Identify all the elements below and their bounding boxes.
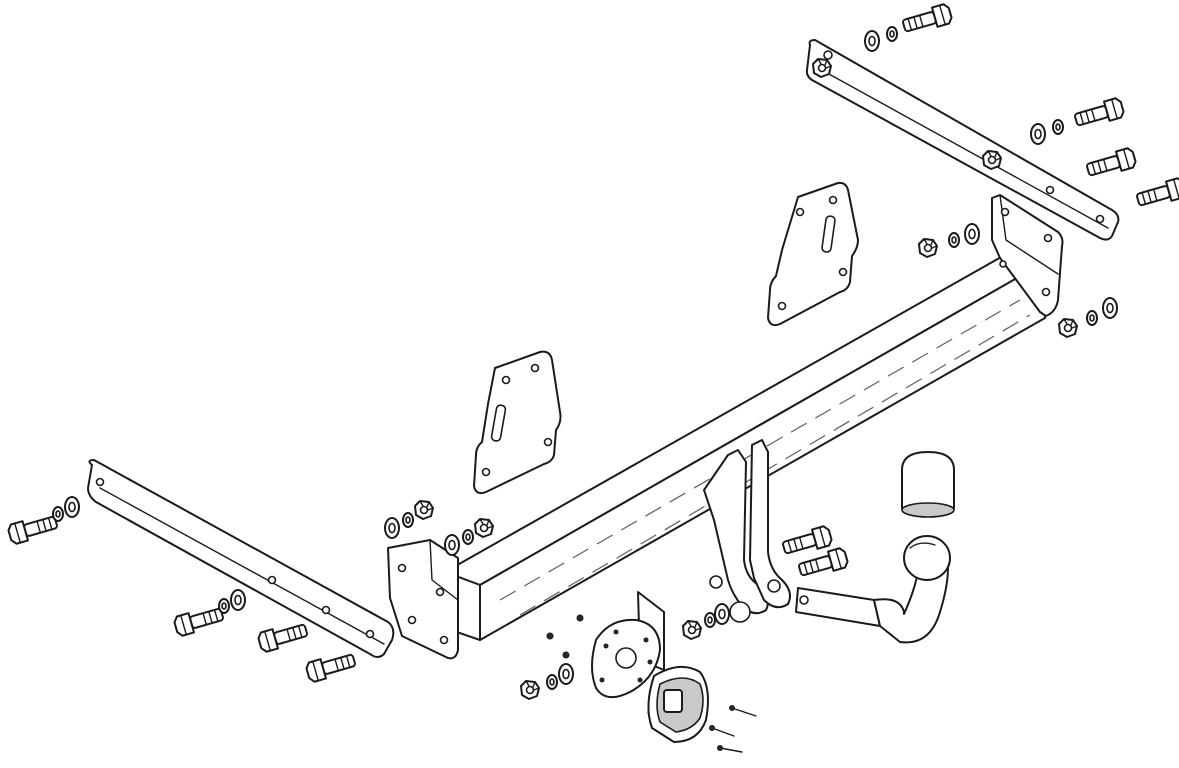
left-mount-plate [473,350,562,495]
ball-cover-cap [901,451,955,518]
ball-mount-hangers [703,439,791,623]
socket-screws [709,705,757,753]
right-bracket-nut-mid [982,150,1002,170]
electrical-socket [647,665,709,743]
right-side-bracket [805,39,1120,241]
right-mount-plate [767,181,859,327]
left-side-bracket [87,459,395,658]
socket-mounting-plate [591,591,665,699]
right-bracket-nut-top [812,58,832,78]
tow-ball-arm [795,535,951,644]
socket-small-hardware [520,614,584,700]
